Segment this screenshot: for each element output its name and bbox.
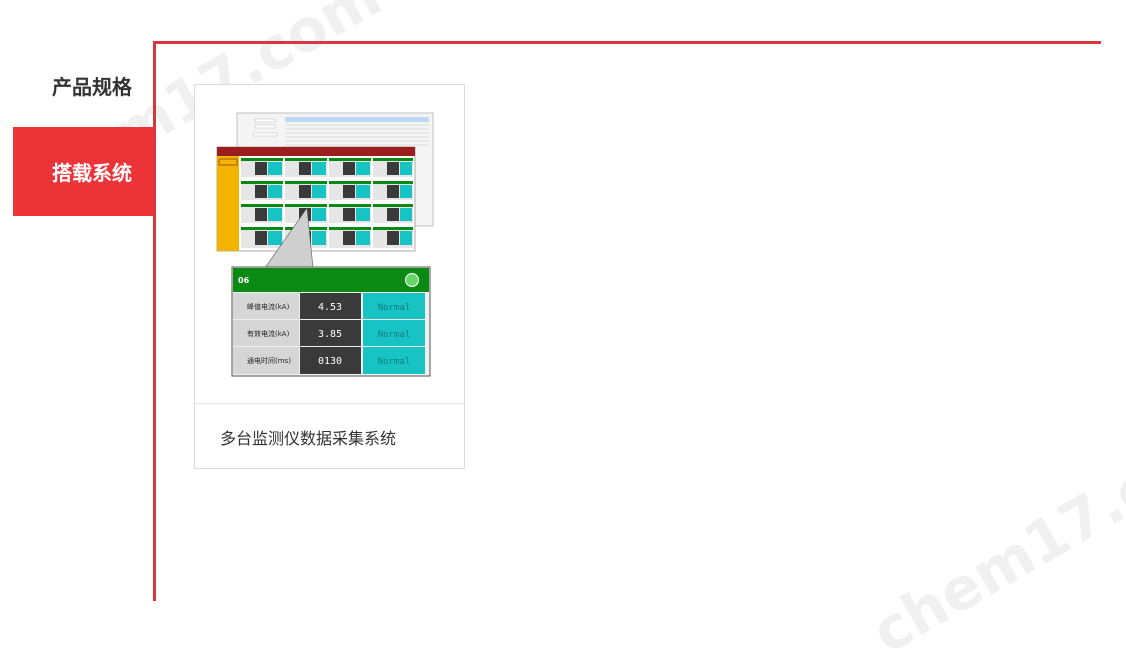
row-label: 峰值电流(kA) bbox=[247, 302, 290, 311]
status-indicator-icon bbox=[404, 272, 420, 288]
card-divider bbox=[195, 403, 464, 404]
zoomed-panel: 06 峰值电流(kA) 有效电流(kA) 通电时间(ms) 4.53 3.85 … bbox=[231, 266, 431, 377]
product-title[interactable]: 多台监测仪数据采集系统 bbox=[220, 429, 397, 448]
row-value: 0130 bbox=[318, 356, 342, 367]
watermark: chem17.com bbox=[860, 401, 1126, 667]
row-label: 有效电流(kA) bbox=[247, 329, 290, 338]
row-label: 通电时间(ms) bbox=[247, 356, 291, 365]
tab-product-spec[interactable]: 产品规格 bbox=[52, 74, 132, 99]
tab-system[interactable]: 搭载系统 bbox=[13, 127, 154, 216]
channel-label: 06 bbox=[238, 276, 250, 285]
product-image: 06 峰值电流(kA) 有效电流(kA) 通电时间(ms) 4.53 3.85 … bbox=[216, 112, 434, 377]
row-value: 3.85 bbox=[318, 329, 342, 340]
sidebar-divider-line bbox=[153, 41, 156, 601]
row-status: Normal bbox=[378, 357, 411, 367]
product-card[interactable]: 06 峰值电流(kA) 有效电流(kA) 通电时间(ms) 4.53 3.85 … bbox=[194, 84, 465, 469]
row-status: Normal bbox=[378, 303, 411, 313]
row-value: 4.53 bbox=[318, 302, 342, 313]
row-status: Normal bbox=[378, 330, 411, 340]
header-divider-line bbox=[153, 41, 1101, 44]
